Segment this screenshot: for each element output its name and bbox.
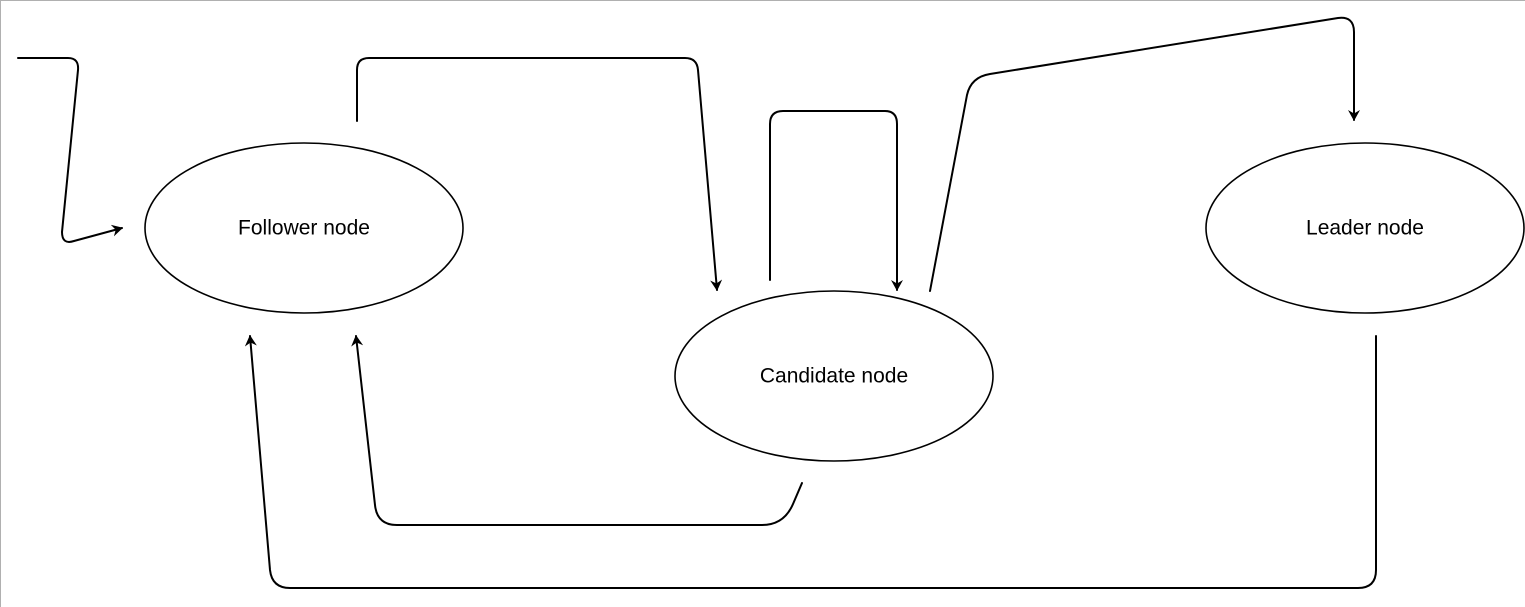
follower-node-label: Follower node [238, 217, 370, 240]
candidate-node-label: Candidate node [760, 365, 908, 388]
leader-node[interactable]: Leader node [1205, 142, 1525, 314]
candidate-node-shape [674, 290, 994, 462]
follower-node[interactable]: Follower node [144, 142, 464, 314]
leader-node-shape [1205, 142, 1525, 314]
follower-node-shape [144, 142, 464, 314]
edge-candidate-to-leader[interactable] [929, 16, 1360, 292]
edge-entry-to-follower[interactable] [17, 57, 123, 243]
candidate-node[interactable]: Candidate node [674, 290, 994, 462]
edge-follower-to-candidate[interactable] [356, 57, 723, 291]
leader-node-label: Leader node [1306, 217, 1424, 240]
edge-leader-to-follower[interactable] [244, 335, 1377, 589]
edge-candidate-self-loop[interactable] [769, 110, 903, 291]
edge-candidate-to-follower[interactable] [351, 335, 803, 526]
